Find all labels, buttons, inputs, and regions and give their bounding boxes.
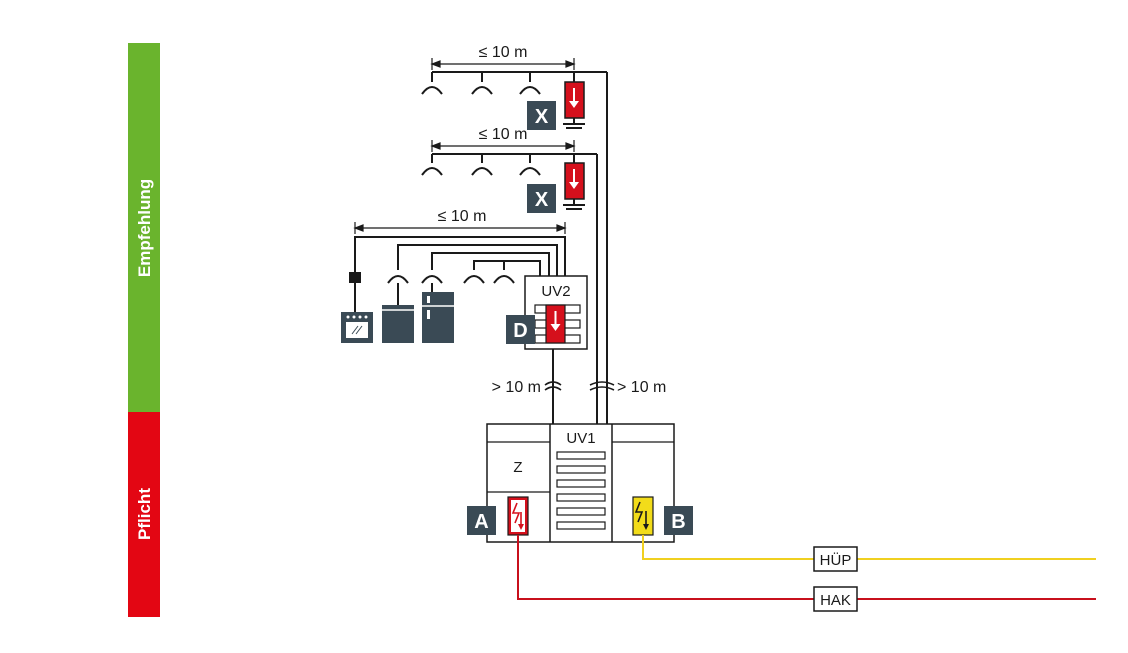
badge-x-middle-label: X <box>535 189 549 211</box>
oven-icon <box>341 272 373 343</box>
badge-x-top-label: X <box>535 106 549 128</box>
lamp-icon <box>387 275 409 284</box>
band-recommendation <box>128 43 160 412</box>
badge-d-label: D <box>513 320 527 342</box>
fridge-icon <box>422 283 454 343</box>
ground-icon <box>563 199 585 210</box>
lamp-icon <box>519 167 541 176</box>
dimension-right-cable: > 10 m <box>617 379 666 396</box>
surge-arrester-middle: X <box>527 162 585 213</box>
uv1-label: UV1 <box>566 430 595 447</box>
uv2-label: UV2 <box>541 283 570 300</box>
lamp-icon <box>471 86 493 95</box>
surge-arrester-top: X <box>527 81 585 130</box>
surge-arrester-icon <box>632 496 654 536</box>
badge-x-top <box>527 101 556 130</box>
lamp-icon <box>519 86 541 95</box>
dimension-lines <box>353 58 576 234</box>
dimension-lower: ≤ 10 m <box>438 208 487 225</box>
hup-label: HÜP <box>820 551 852 569</box>
band-label-recommendation: Empfehlung <box>135 179 154 277</box>
distribution-board-uv1: Z UV1 A B <box>467 423 693 543</box>
hup-box: HÜP <box>813 546 858 572</box>
telecom-line <box>642 535 1096 560</box>
lamp-icon <box>471 167 493 176</box>
lamp-icon <box>421 167 443 176</box>
ground-icon <box>563 118 585 129</box>
lamp-icon <box>421 86 443 95</box>
hak-box: HAK <box>813 586 858 612</box>
lamp-icon <box>463 275 485 284</box>
lamps <box>387 86 541 284</box>
band-label-mandatory: Pflicht <box>135 488 154 540</box>
badge-b-label: B <box>671 511 685 533</box>
badge-b <box>664 506 693 535</box>
power-line <box>517 535 1096 600</box>
cable-break-icon <box>544 381 615 391</box>
lamp-icon <box>421 275 443 284</box>
badge-x-middle <box>527 184 556 213</box>
dimension-top: ≤ 10 m <box>479 44 528 61</box>
dimension-left-cable: > 10 m <box>492 379 541 396</box>
meter-label: Z <box>513 459 522 476</box>
badge-d <box>506 315 535 344</box>
dimension-middle: ≤ 10 m <box>479 126 528 143</box>
distribution-board-uv2: UV2 D <box>506 275 588 350</box>
badge-a <box>467 506 496 535</box>
band-mandatory <box>128 412 160 617</box>
badge-a-label: A <box>474 511 488 533</box>
hak-label: HAK <box>820 592 851 609</box>
dishwasher-icon <box>382 283 414 343</box>
lamp-icon <box>493 275 515 284</box>
